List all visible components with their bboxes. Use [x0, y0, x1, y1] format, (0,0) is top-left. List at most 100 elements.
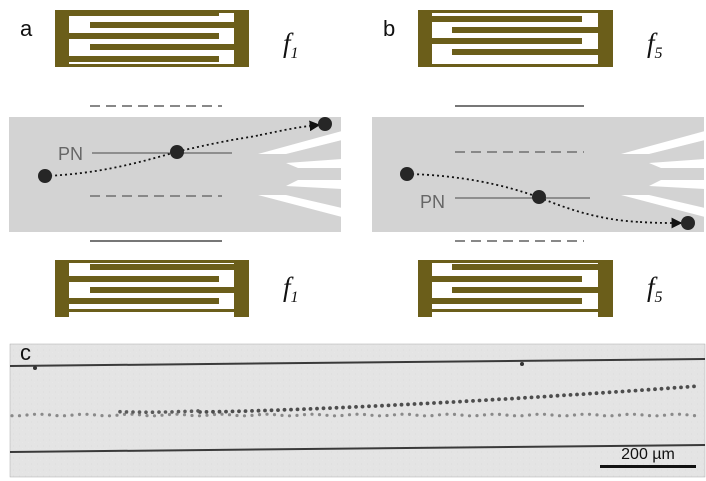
micrograph-particle: [659, 386, 664, 391]
micrograph-particle: [490, 397, 495, 402]
micrograph-particle: [328, 406, 332, 410]
micrograph-particle: [602, 414, 607, 418]
micrograph-particle: [157, 410, 161, 414]
micrograph-particle: [633, 388, 638, 393]
micrograph-particle: [595, 413, 599, 417]
micrograph-particle: [640, 413, 644, 417]
micrograph-particle: [152, 414, 157, 418]
micrograph-particle: [458, 399, 462, 404]
micrograph-particle: [400, 412, 404, 416]
micrograph-particle: [497, 412, 502, 416]
micrograph-particle: [432, 401, 436, 405]
micrograph-particle: [183, 409, 187, 414]
micrograph-particle: [677, 412, 682, 416]
micrograph-particle: [647, 414, 652, 418]
micrograph-particle: [549, 394, 553, 399]
micrograph-particle: [205, 413, 209, 417]
micrograph-particle: [263, 408, 267, 413]
micrograph-particle: [257, 413, 262, 417]
micrograph-particle: [280, 413, 284, 417]
micrograph-particle: [47, 413, 52, 417]
panel-c-letter: c: [20, 340, 31, 365]
panel-a-letter: a: [20, 16, 33, 41]
micrograph-particle: [230, 409, 235, 414]
micrograph-particle: [25, 413, 29, 417]
micrograph-particle: [451, 400, 456, 404]
panel-b: b f5 PN: [372, 10, 705, 317]
micrograph-particle: [655, 414, 659, 418]
panel-a-bottom-electrode: [55, 260, 249, 317]
micrograph-particle: [347, 405, 352, 410]
micrograph-particle: [272, 413, 277, 417]
panel-b-bottom-electrode: [418, 260, 613, 317]
micrograph-particle: [392, 413, 397, 417]
micrograph-particle: [438, 400, 443, 405]
micrograph-particle: [445, 400, 449, 405]
panel-a-particle-outlet: [318, 117, 332, 131]
micrograph-particle: [167, 412, 172, 417]
panel-b-outlet-branches: [621, 131, 705, 217]
panel-b-trajectory-arrow: [639, 217, 683, 229]
micrograph-particle: [341, 405, 345, 410]
micrograph-particle: [542, 394, 547, 399]
panel-b-particle-mid: [532, 190, 546, 204]
micrograph-particle: [607, 390, 612, 395]
micrograph-particle: [692, 384, 696, 389]
micrograph-particle: [685, 413, 689, 417]
micrograph-particle: [131, 410, 135, 414]
micrograph-particle: [220, 412, 224, 416]
micrograph-debris: [33, 366, 37, 370]
micrograph-particle: [614, 390, 618, 394]
micrograph-particle: [70, 413, 74, 417]
scale-bar-label: 200 µm: [621, 446, 675, 463]
micrograph-particle: [85, 412, 89, 416]
micrograph-particle: [385, 413, 389, 418]
micrograph-particle: [692, 414, 697, 418]
micrograph-particle: [40, 412, 44, 416]
micrograph-particle: [497, 397, 501, 402]
micrograph-particle: [196, 409, 200, 413]
micrograph-particle: [672, 385, 677, 390]
micrograph-channel-bottom-wall: [9, 444, 706, 453]
micrograph-particle: [62, 414, 67, 418]
micrograph-particle: [562, 393, 566, 398]
micrograph-particle: [406, 402, 410, 407]
micrograph-particle: [679, 385, 683, 390]
micrograph-particle: [211, 409, 215, 414]
micrograph-particle: [568, 393, 573, 397]
panel-a-top-frequency-label: f1: [283, 28, 299, 62]
micrograph-particle: [542, 412, 547, 416]
micrograph-particle: [625, 412, 629, 416]
micrograph-particle: [572, 413, 577, 417]
micrograph-particle: [445, 412, 449, 416]
micrograph-particle: [243, 409, 248, 413]
panel-a-outlet-branches: [258, 131, 342, 217]
micrograph-particle: [475, 414, 479, 418]
micrograph-particle: [399, 402, 404, 407]
micrograph-particle: [373, 404, 378, 408]
micrograph-particle: [224, 409, 228, 414]
micrograph-particle: [505, 413, 509, 417]
micrograph-particle: [217, 409, 222, 414]
micrograph-particle: [516, 396, 521, 401]
micrograph-particle: [464, 399, 469, 404]
micrograph-particle: [640, 388, 644, 392]
panel-b-bottom-frequency-label: f5: [647, 272, 663, 306]
micrograph-particle: [282, 407, 287, 412]
micrograph-particle: [580, 412, 584, 416]
micrograph-particle: [510, 396, 514, 401]
micrograph-particle: [107, 414, 112, 418]
micrograph-particle: [503, 397, 508, 401]
micrograph-particle: [490, 412, 494, 416]
micrograph-particle: [77, 412, 82, 416]
micrograph-particle: [594, 391, 599, 396]
micrograph-particle: [17, 414, 22, 418]
micrograph-particle: [627, 389, 631, 393]
micrograph-particle: [360, 404, 365, 409]
micrograph-particle: [334, 405, 339, 410]
micrograph-debris: [520, 362, 524, 366]
micrograph-particle: [237, 409, 241, 414]
micrograph-particle: [555, 393, 560, 398]
micrograph-particle: [380, 403, 384, 408]
